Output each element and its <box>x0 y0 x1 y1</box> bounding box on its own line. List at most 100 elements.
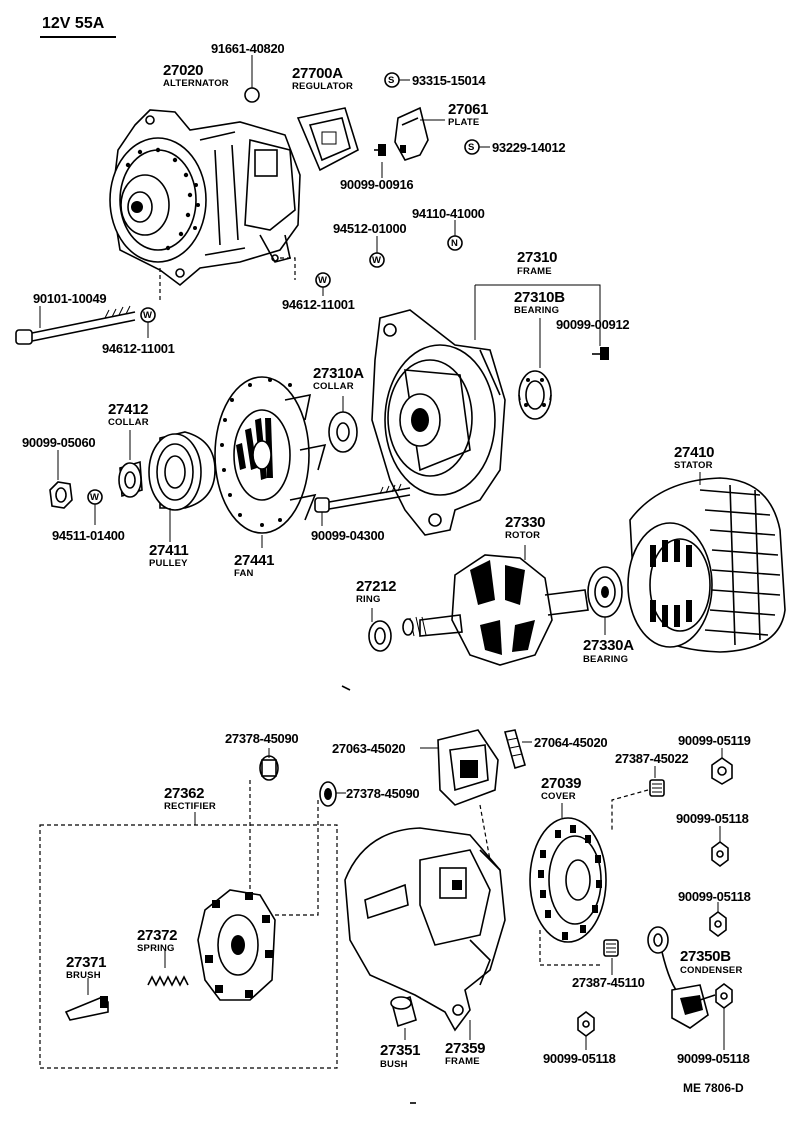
fan-27441 <box>214 376 327 534</box>
symbol-w-4: W <box>90 492 100 503</box>
symbol-w-2: W <box>318 275 328 286</box>
part-number-91661-40820: 91661-40820 <box>211 41 285 56</box>
insulator-27378-b <box>319 781 337 807</box>
nut-90099-05118-a <box>711 841 729 867</box>
frame-27310 <box>371 309 506 536</box>
part-number-27350b: 27350B <box>680 948 731 965</box>
screw-90099-00912 <box>592 347 609 360</box>
part-number-27039: 27039 <box>541 775 582 792</box>
part-number-94110-41000: 94110-41000 <box>412 206 485 221</box>
part-number-27020: 27020 <box>163 62 204 79</box>
alternator-assembly <box>109 109 301 287</box>
part-name-bearing-27310b: BEARING <box>514 305 560 316</box>
part-number-27359: 27359 <box>445 1040 486 1057</box>
brush-27371 <box>64 996 109 1021</box>
bolt-27387-45110 <box>603 939 619 957</box>
part-number-27441: 27441 <box>234 552 275 569</box>
bearing-27310b <box>518 370 552 420</box>
pulley-27411 <box>148 431 216 511</box>
part-number-27310a: 27310A <box>313 365 364 382</box>
bolt-27387-45022 <box>649 779 665 797</box>
part-number-94612-11001-a: 94612-11001 <box>282 297 355 312</box>
part-name-frame-27310: FRAME <box>517 266 552 277</box>
spring-27372 <box>147 975 189 987</box>
diagram-title: 12V 55A <box>42 15 105 32</box>
part-number-27064-45020: 27064-45020 <box>534 735 608 750</box>
part-number-27061: 27061 <box>448 101 489 118</box>
regulator-part <box>296 107 359 172</box>
cover-27039 <box>529 817 607 943</box>
part-name-cover: COVER <box>541 791 576 802</box>
collar-27412 <box>118 460 143 498</box>
stator-27410 <box>627 477 786 653</box>
condenser-27350b <box>647 926 716 1029</box>
part-number-27330a: 27330A <box>583 637 634 654</box>
collar-27310a <box>328 411 358 453</box>
part-number-93315-15014: 93315-15014 <box>412 73 486 88</box>
symbol-n: N <box>451 238 459 249</box>
symbol-s-1: S <box>388 75 395 86</box>
part-number-27700a: 27700A <box>292 65 343 82</box>
part-number-27412: 27412 <box>108 401 149 418</box>
nut-90099-05118-c <box>577 1011 595 1037</box>
part-name-rectifier: RECTIFIER <box>164 801 216 812</box>
part-number-27330: 27330 <box>505 514 546 531</box>
insulator-27064 <box>503 729 526 770</box>
ring-27212 <box>368 620 392 652</box>
part-name-pulley: PULLEY <box>149 558 188 569</box>
nut-90099-05060 <box>49 481 73 509</box>
part-number-90099-05118-c: 90099-05118 <box>543 1051 616 1066</box>
symbol-s-2: S <box>468 142 475 153</box>
part-number-27371: 27371 <box>66 954 107 971</box>
part-name-stator: STATOR <box>674 460 713 471</box>
part-number-27351: 27351 <box>380 1042 421 1059</box>
part-number-27310: 27310 <box>517 249 558 266</box>
part-number-27378-45090-b: 27378-45090 <box>346 786 420 801</box>
part-name-spring: SPRING <box>137 943 175 954</box>
part-number-93229-14012: 93229-14012 <box>492 140 566 155</box>
part-number-27063-45020: 27063-45020 <box>332 741 406 756</box>
part-name-ring: RING <box>356 594 381 605</box>
part-number-27411: 27411 <box>149 542 189 559</box>
nut-90099-05119 <box>711 757 733 785</box>
part-number-27387-45022: 27387-45022 <box>615 751 689 766</box>
nut-90099-05118-b <box>709 911 727 937</box>
rectifier-group-box <box>39 824 338 1069</box>
part-name-plate: PLATE <box>448 117 480 128</box>
part-number-90099-00916: 90099-00916 <box>340 177 414 192</box>
part-number-90099-04300: 90099-04300 <box>311 528 385 543</box>
part-number-27410: 27410 <box>674 444 715 461</box>
part-number-90101-10049: 90101-10049 <box>33 291 107 306</box>
part-number-94512-01000: 94512-01000 <box>333 221 407 236</box>
part-number-90099-05118-a: 90099-05118 <box>676 811 749 826</box>
part-number-94511-01400: 94511-01400 <box>52 528 125 543</box>
part-number-90099-05060: 90099-05060 <box>22 435 96 450</box>
part-name-frame-27359: FRAME <box>445 1056 480 1067</box>
part-name-rotor: ROTOR <box>505 530 541 541</box>
rectifier-27362 <box>197 889 276 1001</box>
part-number-27310b: 27310B <box>514 289 565 306</box>
part-number-94612-11001-b: 94612-11001 <box>102 341 175 356</box>
bearing-27330a <box>587 566 623 618</box>
part-number-27387-45110: 27387-45110 <box>572 975 645 990</box>
screw-90099-00916 <box>374 144 386 156</box>
insulator-27063 <box>437 729 499 806</box>
rotor-27330 <box>402 554 589 666</box>
part-number-27362: 27362 <box>164 785 205 802</box>
part-number-27212: 27212 <box>356 578 397 595</box>
symbol-w-3: W <box>143 310 153 321</box>
part-name-bush: BUSH <box>380 1059 408 1070</box>
insulator-27378-a <box>259 755 279 781</box>
part-name-condenser: CONDENSER <box>680 965 743 976</box>
part-name-fan: FAN <box>234 568 254 579</box>
part-number-27378-45090-a: 27378-45090 <box>225 731 299 746</box>
bolt-90101-10049 <box>15 305 136 345</box>
part-number-90099-05118-d: 90099-05118 <box>677 1051 750 1066</box>
plate-part <box>394 106 429 161</box>
part-name-regulator: REGULATOR <box>292 81 354 92</box>
part-number-90099-05118-b: 90099-05118 <box>678 889 751 904</box>
nut-90099-05118-d <box>715 983 733 1009</box>
frame-27359 <box>344 827 506 1032</box>
part-name-brush: BRUSH <box>66 970 101 981</box>
